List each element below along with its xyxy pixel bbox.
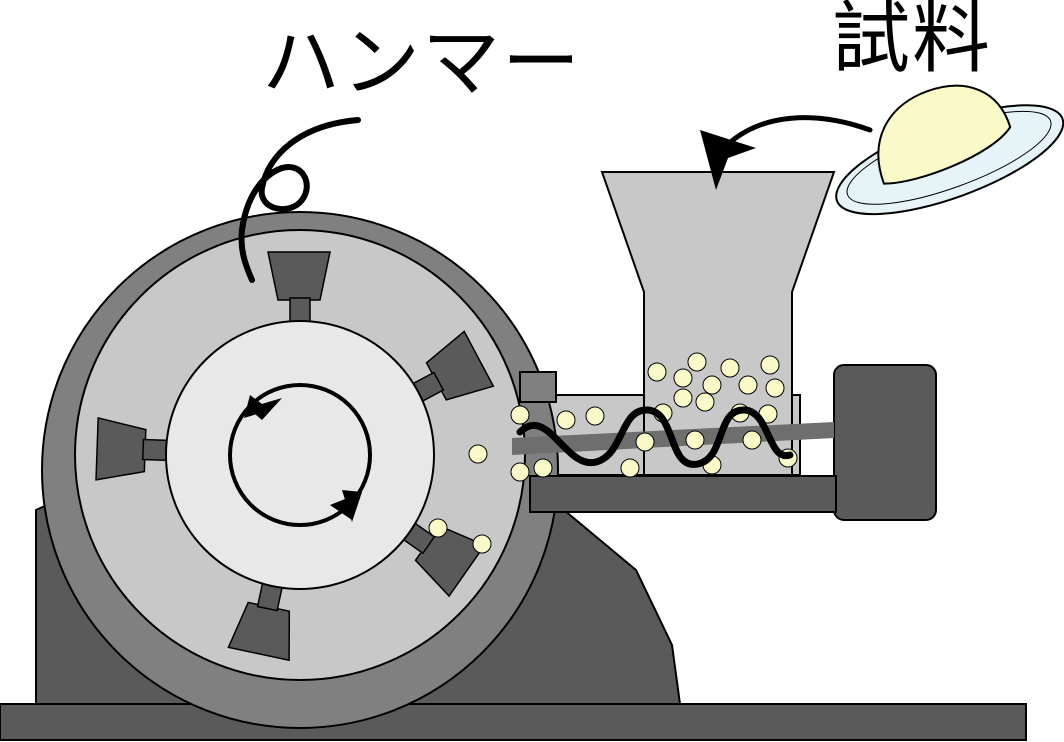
drive-shaft: [529, 475, 837, 513]
curved-arrow-head: [700, 130, 756, 190]
screw-auger: [516, 406, 794, 468]
rotor-hub: [165, 320, 435, 590]
hammer-top: [267, 251, 331, 335]
hammer-label: ハンマー: [262, 18, 583, 108]
curved-arrow-icon: [719, 115, 873, 153]
circular-arrow-icon: [228, 383, 372, 527]
sample-dish: [835, 84, 1064, 216]
floor-plate: [0, 703, 1027, 741]
housing-ledge: [519, 371, 557, 403]
sample-label: 試料: [832, 0, 993, 84]
motor-block: [833, 364, 937, 521]
looped-arrow-icon: [238, 117, 361, 283]
